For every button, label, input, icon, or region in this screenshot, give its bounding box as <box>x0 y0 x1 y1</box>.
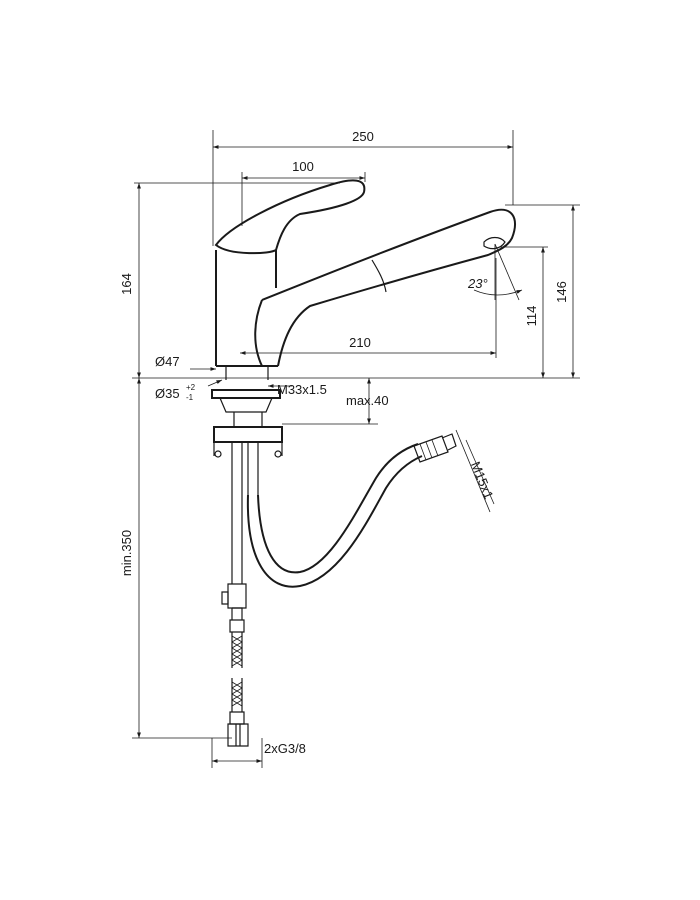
dim-thread: M33x1.5 <box>277 382 327 397</box>
dim-hole-tol-plus: +2 <box>186 383 196 392</box>
dim-max-deck: max.40 <box>346 393 389 408</box>
dim-supply-thread: 2xG3/8 <box>264 741 306 756</box>
dim-hose-length: min.350 <box>119 530 134 576</box>
supply-hose <box>221 583 249 747</box>
dim-hole-diameter-group: Ø35 +2 -1 <box>155 383 196 402</box>
dim-outlet-angle: 23° <box>467 276 488 291</box>
dim-hole-diameter: Ø35 <box>155 386 180 401</box>
pullout-hose <box>246 433 457 588</box>
dim-outlet-height: 114 <box>524 306 539 327</box>
dimension-lines <box>132 130 580 768</box>
dim-spout-height: 146 <box>554 281 569 303</box>
dim-base-diameter: Ø47 <box>155 354 180 369</box>
dim-hose-thread: M15x1 <box>468 459 497 501</box>
dim-total-height: 164 <box>119 273 134 295</box>
mounting-set <box>211 366 283 584</box>
dim-overall-length: 250 <box>352 129 374 144</box>
dim-hole-tol-minus: -1 <box>186 393 194 402</box>
dim-lever-length: 100 <box>292 159 314 174</box>
dim-spout-reach: 210 <box>349 335 371 350</box>
